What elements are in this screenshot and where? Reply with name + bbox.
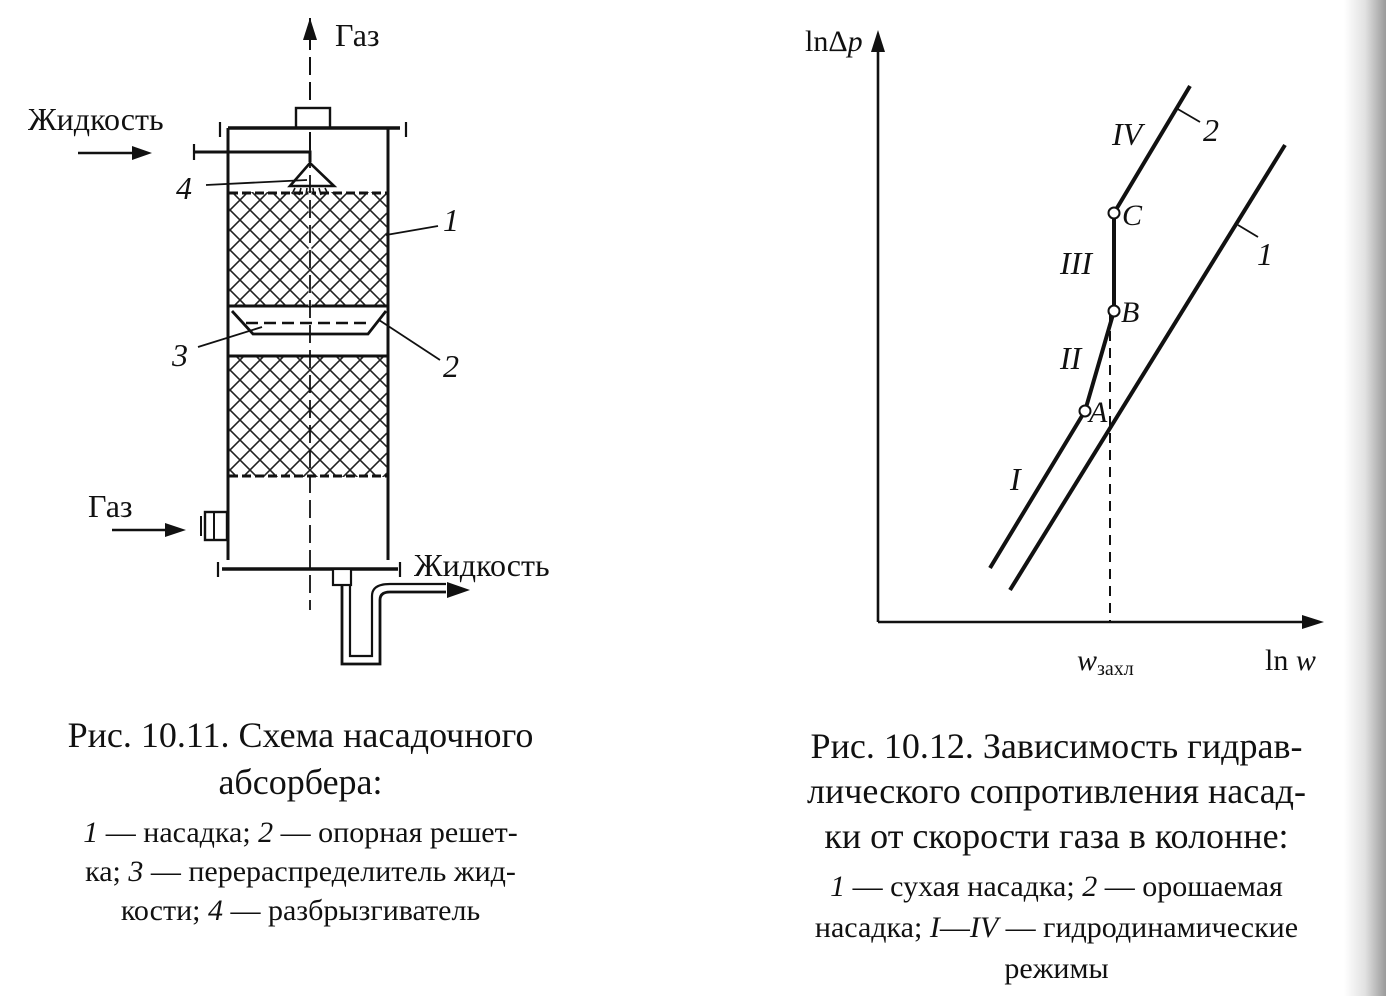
top-nozzle	[294, 106, 332, 130]
x-axis-arrow	[1302, 615, 1324, 629]
curve-1-label-leader	[1237, 224, 1259, 238]
legend-right-num-3b: IV	[969, 911, 999, 944]
y-axis-label-var: p	[846, 25, 863, 58]
callout-1-label: 1	[443, 202, 459, 238]
lower-packing-bed	[229, 356, 387, 477]
figure-10-11-legend: 1 — насадка; 2 — опорная решет- ка; 3 — …	[18, 813, 583, 930]
gas-outlet-arrow	[303, 18, 317, 40]
legend-prefix-3: ка;	[85, 855, 129, 888]
x-axis-label-var: w	[1296, 644, 1316, 677]
gas-inlet-arrow	[165, 523, 186, 537]
upper-packing-bed	[229, 192, 387, 306]
point-A-marker	[1078, 404, 1092, 418]
flooding-velocity-var: w	[1077, 644, 1097, 677]
top-flange-ends	[218, 122, 408, 137]
absorber-diagram: Газ Жидкость 4 1 3	[28, 17, 550, 666]
legend-right-line-2: насадка; I—IV — гидродинамические	[755, 907, 1358, 948]
callout-2-label: 2	[443, 348, 459, 384]
gas-inlet-label: Газ	[88, 488, 133, 524]
callout-1-leader	[385, 225, 439, 236]
figure-10-12-title: Рис. 10.12. Зависимость гидрав- лическог…	[755, 724, 1358, 859]
figure-10-12-legend: 1 — сухая насадка; 2 — орошаемая насадка…	[755, 866, 1358, 989]
liquid-inlet-label: Жидкость	[28, 101, 164, 137]
drain-nozzle	[331, 567, 353, 587]
point-C-marker	[1107, 206, 1121, 220]
x-axis-label-prefix: ln	[1265, 644, 1296, 677]
figure-10-12-title-line-3: ки от скорости газа в колонне:	[824, 816, 1289, 856]
drain-hydraulic-seal	[340, 586, 446, 666]
callout-4-label: 4	[176, 170, 192, 206]
legend-text-2: — опорная решет-	[273, 816, 518, 849]
flooding-velocity-sub: захл	[1097, 658, 1134, 680]
y-axis-arrow	[871, 30, 885, 52]
x-axis-label: ln w	[1265, 644, 1316, 677]
legend-text-1: — насадка;	[98, 816, 259, 849]
legend-line-2: ка; 3 — перераспределитель жид-	[18, 852, 583, 891]
drain-seal-inner	[348, 582, 446, 658]
legend-line-1: 1 — насадка; 2 — опорная решет-	[18, 813, 583, 852]
liquid-outlet-arrow	[447, 582, 470, 598]
liquid-inlet-arrow	[132, 146, 152, 160]
legend-right-line-1: 1 — сухая насадка; 2 — орошаемая	[755, 866, 1358, 907]
gas-outlet-label: Газ	[335, 17, 380, 53]
liquid-feed-pipe	[194, 150, 312, 162]
legend-right-num-2: 2	[1082, 870, 1098, 903]
figure-10-11-title-line-2: абсорбера:	[218, 762, 383, 802]
legend-text-4: — разбрызгиватель	[222, 894, 481, 927]
y-axis-label: lnΔp	[805, 25, 863, 58]
liquid-outlet-label: Жидкость	[414, 547, 550, 583]
flooding-velocity-label: wзахл	[1077, 644, 1134, 680]
legend-right-num-1: 1	[830, 870, 846, 903]
legend-line-3: кости; 4 — разбрызгиватель	[18, 891, 583, 930]
legend-num-1: 1	[83, 816, 99, 849]
sprayer	[287, 161, 338, 188]
callout-3-label: 3	[171, 337, 188, 373]
legend-right-text-3: — гидродинамические	[998, 911, 1299, 944]
point-B-label: B	[1121, 296, 1139, 329]
figure-10-11-caption: Рис. 10.11. Схема насадочного абсорбера:…	[18, 712, 583, 930]
legend-right-text-2: — орошаемая	[1097, 870, 1283, 903]
legend-num-4: 4	[207, 894, 223, 927]
legend-right-dash-3: —	[939, 911, 970, 944]
callout-2-leader	[378, 319, 441, 361]
regime-II-label: II	[1059, 340, 1083, 376]
curve-1-dry-packing	[1008, 143, 1287, 592]
legend-prefix-4: кости;	[120, 894, 208, 927]
legend-right-line-3: режимы	[1004, 952, 1109, 985]
curve-2-label: 2	[1203, 112, 1219, 148]
legend-num-3: 3	[128, 855, 144, 888]
bottom-flange-ends	[216, 562, 402, 577]
figure-10-12-title-line-1: Рис. 10.12. Зависимость гидрав-	[810, 726, 1303, 766]
gas-inlet-nozzle	[203, 510, 229, 542]
legend-text-3: — перераспределитель жид-	[143, 855, 516, 888]
legend-right-text-1: — сухая насадка;	[845, 870, 1083, 903]
legend-right-num-3: I	[929, 911, 940, 944]
regime-I-label: I	[1009, 461, 1022, 497]
figure-10-11-title: Рис. 10.11. Схема насадочного абсорбера:	[18, 712, 583, 806]
curve-2-label-leader	[1175, 107, 1201, 123]
regime-III-label: III	[1059, 245, 1093, 281]
callout-4-leader	[205, 179, 308, 186]
legend-num-2: 2	[258, 816, 274, 849]
gas-inlet-flange	[200, 512, 215, 540]
figure-10-11-title-line-1: Рис. 10.11. Схема насадочного	[67, 715, 534, 755]
callout-3-leader	[197, 326, 263, 348]
y-axis-label-prefix: ln	[805, 25, 828, 58]
point-A-label: A	[1087, 396, 1108, 429]
point-B-marker	[1107, 304, 1121, 318]
pressure-drop-chart: lnΔp ln w wзахл 1 2 A B C I II III IV	[805, 25, 1324, 680]
y-axis-label-delta: Δ	[828, 25, 847, 58]
point-C-label: C	[1122, 199, 1143, 232]
figure-10-12-title-line-2: лического сопротивления насад-	[807, 771, 1306, 811]
figure-10-12-caption: Рис. 10.12. Зависимость гидрав- лическог…	[755, 724, 1358, 989]
curve-1-label: 1	[1257, 236, 1273, 272]
legend-right-prefix-3: насадка;	[814, 911, 930, 944]
regime-IV-label: IV	[1111, 116, 1146, 152]
scan-page-edge-shadow	[1344, 0, 1386, 996]
